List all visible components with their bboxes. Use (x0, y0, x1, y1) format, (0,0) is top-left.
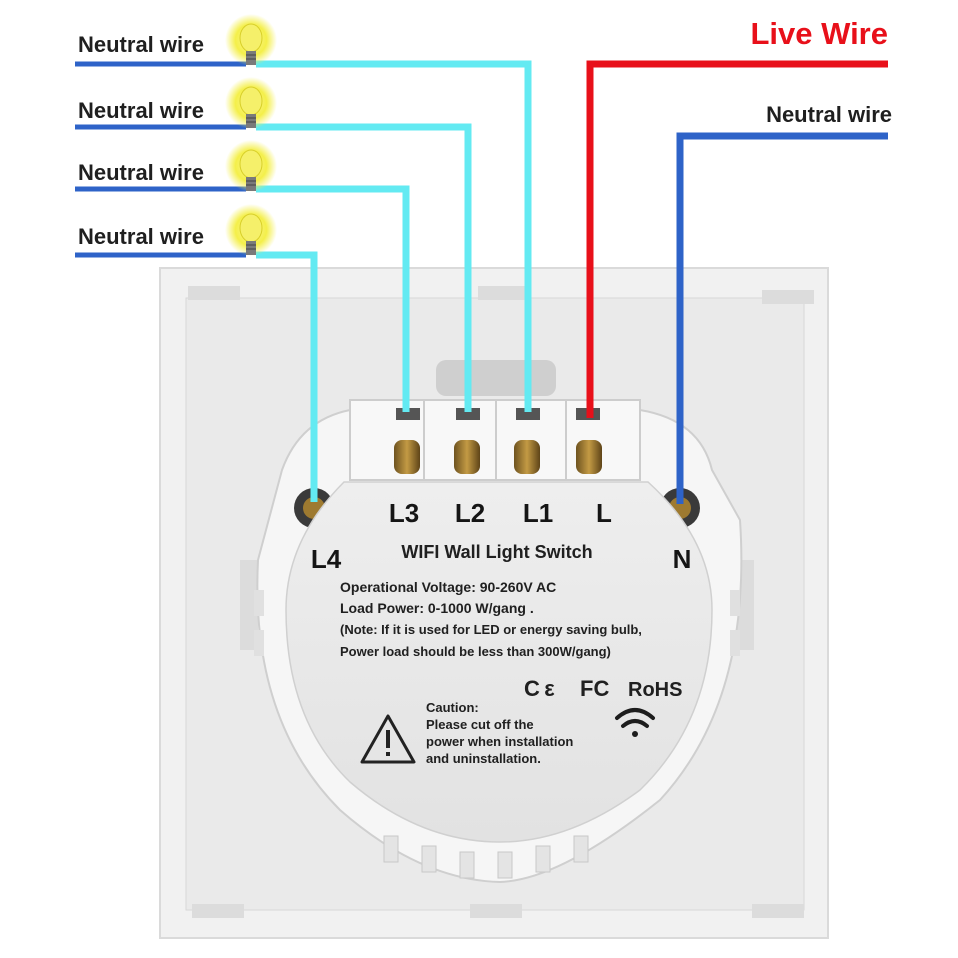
terminal-screw-l (576, 440, 602, 474)
neutral-wire-label-4: Neutral wire (78, 224, 204, 249)
load-wire-l1 (256, 60, 532, 412)
load-wire-l2 (256, 123, 472, 412)
terminal-label-n: N (673, 544, 692, 574)
label-plate (285, 481, 713, 843)
warning-triangle-icon (360, 714, 416, 764)
plate-spec-load: Load Power: 0-1000 W/gang . (340, 600, 534, 616)
plate-title: WIFI Wall Light Switch (401, 542, 592, 562)
terminal-screw-l2 (454, 440, 480, 474)
fcc-mark: FC (580, 676, 609, 701)
neutral-wire-label-1: Neutral wire (78, 32, 204, 57)
terminal-label-l1: L1 (523, 498, 553, 528)
neutral-wire-n (676, 132, 888, 504)
rohs-mark: RoHS (628, 679, 682, 701)
terminal-screw-l3 (394, 440, 420, 474)
terminal-label-l4: L4 (311, 544, 342, 574)
plate-spec-note-cont: Power load should be less than 300W/gang… (340, 644, 611, 659)
live-wire (586, 60, 888, 418)
light-bulb-icon (225, 140, 277, 192)
terminal-block (349, 399, 641, 481)
terminal-label-l2: L2 (455, 498, 485, 528)
terminal-screw-l1 (514, 440, 540, 474)
neutral-wire-label-2: Neutral wire (78, 98, 204, 123)
plate-spec-note: (Note: If it is used for LED or energy s… (340, 622, 642, 637)
light-bulb-icon (225, 14, 277, 66)
caution-line-2: power when installation (426, 734, 573, 749)
caution-line-3: and uninstallation. (426, 751, 541, 766)
light-bulb-icon (225, 204, 277, 256)
live-wire-label: Live Wire (750, 16, 888, 51)
caution-heading: Caution: (426, 700, 479, 715)
neutral-wire-label-3: Neutral wire (78, 160, 204, 185)
light-bulb-icon (225, 77, 277, 129)
wifi-icon (615, 708, 655, 737)
neutral-supply-lines (75, 61, 246, 258)
load-wire-l4 (256, 251, 318, 502)
neutral-wire-label-right: Neutral wire (766, 102, 892, 127)
terminal-label-l3: L3 (389, 498, 419, 528)
load-wire-l3 (256, 185, 410, 412)
plate-spec-voltage: Operational Voltage: 90-260V AC (340, 579, 556, 595)
ce-mark: C ε (524, 676, 555, 701)
caution-line-1: Please cut off the (426, 717, 534, 732)
load-wires (256, 60, 532, 502)
terminal-label-l: L (596, 498, 612, 528)
